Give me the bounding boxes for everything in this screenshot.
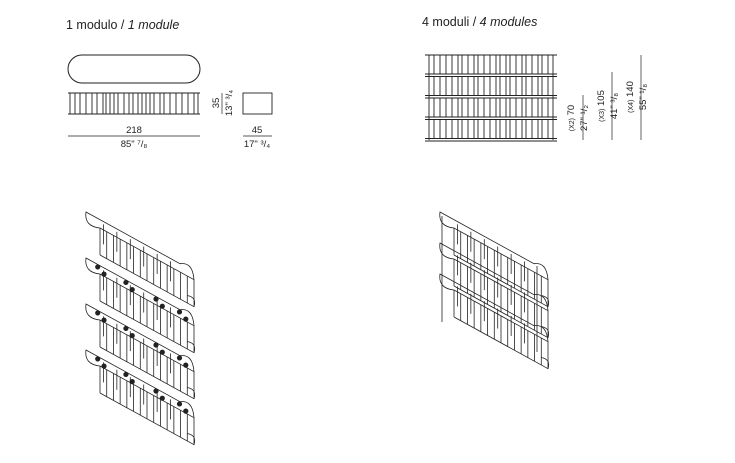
connector-dot	[129, 379, 135, 385]
connector-dot	[159, 303, 165, 309]
height-cm: 35	[211, 98, 222, 109]
stack-front-view	[425, 54, 557, 142]
dim-x3-in: 41" ³/₈	[609, 93, 620, 119]
four-modules-title-en: 4 modules	[479, 15, 538, 29]
dim-x2-tag: (X2)	[569, 118, 576, 131]
one-module-title-it: 1 modulo	[66, 18, 118, 32]
connector-dot	[176, 355, 183, 361]
dim-x2-cm: 70	[566, 105, 577, 116]
module-side-view	[242, 92, 273, 115]
connector-dot	[159, 349, 165, 355]
svg-text:(X2) 70: (X2) 70	[566, 105, 577, 131]
connector-dot	[95, 264, 101, 270]
connector-dot	[101, 271, 107, 277]
connector-dot	[129, 333, 135, 339]
dim-x4-in: 55" ¹/₈	[638, 84, 649, 110]
module-front-view	[68, 92, 200, 115]
title-separator: /	[469, 15, 480, 29]
dim-x3: (X3) 105	[596, 90, 607, 122]
connector-dot	[123, 279, 129, 286]
connector-dot	[95, 356, 101, 362]
one-module-title-en: 1 module	[127, 18, 180, 32]
dim-x3-cm: 105	[596, 90, 607, 106]
connector-dot	[176, 309, 183, 315]
four-modules-title: 4 moduli / 4 modules	[422, 15, 537, 29]
connector-dot	[183, 408, 189, 414]
connector-dot	[101, 363, 107, 369]
connector-dot	[123, 371, 129, 378]
dim-x4-cm: 140	[625, 81, 636, 97]
dim-x4: (X4) 140	[625, 81, 636, 113]
connector-dot	[183, 362, 189, 368]
connector-dot	[101, 317, 107, 323]
assembled-isometric-view	[439, 211, 550, 370]
connector-dot	[95, 310, 101, 316]
connector-dot	[183, 316, 189, 322]
dim-x2-in: 27" ¹/₂	[579, 105, 590, 131]
connector-dot	[153, 296, 159, 302]
dim-x3-tag: (X3)	[599, 109, 606, 122]
connector-dot	[176, 401, 183, 407]
svg-text:(X3) 105: (X3) 105	[596, 90, 607, 122]
width-in: 85" ⁷/₈	[121, 139, 148, 150]
four-modules-title-it: 4 moduli	[422, 15, 470, 29]
title-separator: /	[117, 18, 128, 32]
one-module-title: 1 modulo / 1 module	[66, 18, 179, 32]
dim-x4-tag: (X4)	[628, 100, 635, 113]
connector-dot	[123, 325, 129, 332]
connector-dot	[159, 395, 165, 401]
svg-text:(X4) 140: (X4) 140	[625, 81, 636, 113]
width-cm: 218	[126, 125, 142, 136]
depth-cm: 45	[252, 125, 263, 136]
module-top-view	[67, 54, 201, 84]
dim-x2: (X2) 70	[566, 105, 577, 131]
height-in: 13" ³/₄	[224, 90, 235, 116]
exploded-isometric-view	[85, 211, 196, 446]
connector-dot	[153, 388, 159, 394]
connector-dot	[129, 287, 135, 293]
stack-dimensions	[582, 55, 642, 140]
connector-dot	[153, 342, 159, 348]
depth-in: 17" ³/₄	[244, 139, 270, 150]
